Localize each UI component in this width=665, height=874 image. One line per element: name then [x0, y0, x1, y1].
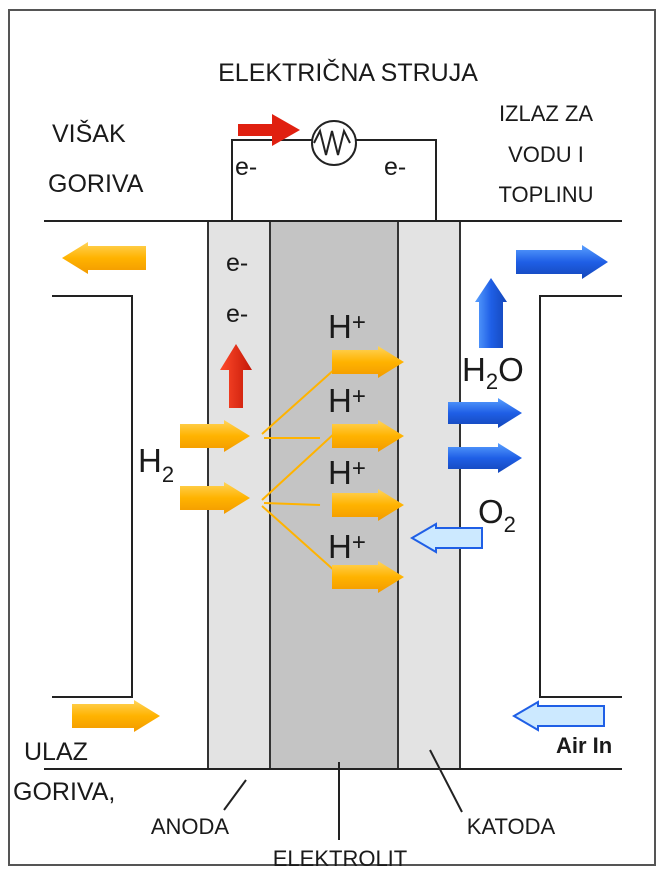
current-label: ELEKTRIČNA STRUJA	[218, 58, 478, 87]
water-heat-arrow-icon	[516, 245, 608, 279]
cathode-layer	[397, 220, 461, 770]
electron-label-circuit-left: e-	[235, 153, 257, 181]
proton-arrow-icon-1	[332, 346, 404, 378]
h-plus-label-4: H+	[328, 528, 366, 565]
proton-arrow-icon-3	[332, 489, 404, 521]
electron-label-anode-2: e-	[226, 300, 248, 328]
water-heat-label-line3: TOPLINU	[499, 182, 594, 207]
air-in-label: Air In	[556, 733, 612, 758]
anode-pointer	[223, 779, 247, 811]
water-heat-label-line2: VODU I	[508, 142, 584, 167]
h-plus-label-2: H+	[328, 382, 366, 419]
water-out-arrow-icon-2	[448, 443, 522, 473]
circuit-wire-right	[356, 139, 437, 221]
o2-label: O2	[478, 493, 516, 537]
fuel-in-label-line2: GORIVA,	[13, 778, 115, 806]
water-out-arrow-icon-1	[448, 398, 522, 428]
proton-arrow-icon-2	[332, 420, 404, 452]
h2o-label: H2O	[462, 351, 524, 394]
h2-label: H2	[138, 442, 174, 487]
h2-arrow-icon-1	[180, 420, 250, 452]
electrolyte-label: ELEKTROLIT	[273, 846, 407, 869]
excess-fuel-arrow-icon	[62, 242, 146, 274]
electron-label-circuit-right: e-	[384, 153, 406, 181]
h-plus-label-3: H+	[328, 454, 366, 491]
fuel-in-arrow-icon	[72, 700, 160, 732]
electron-flow-arrow-icon	[238, 114, 300, 146]
excess-fuel-label-line2: GORIVA	[48, 170, 144, 198]
oxygen-arrow-icon	[410, 522, 483, 554]
resistor-zigzag-icon	[313, 128, 351, 156]
proton-paths	[261, 367, 337, 573]
anode-label: ANODA	[151, 814, 230, 839]
h-plus-label-1: H+	[328, 308, 366, 345]
arrows-group	[62, 242, 608, 732]
electron-label-anode-1: e-	[226, 249, 248, 277]
h2-arrow-icon-2	[180, 482, 250, 514]
electron-up-arrow-icon	[220, 344, 252, 408]
water-up-arrow-icon	[475, 278, 507, 348]
excess-fuel-label-line1: VIŠAK	[52, 119, 126, 148]
cathode-pointer	[429, 749, 463, 813]
air-in-arrow-icon	[512, 700, 605, 732]
fuel-in-label-line1: ULAZ	[24, 738, 88, 766]
air-channel	[539, 295, 622, 698]
cathode-label: KATODA	[467, 814, 556, 839]
water-heat-label-line1: IZLAZ ZA	[499, 101, 593, 126]
fuel-channel	[52, 295, 133, 698]
circuit-wire-left	[231, 139, 312, 221]
proton-arrow-icon-4	[332, 561, 404, 593]
